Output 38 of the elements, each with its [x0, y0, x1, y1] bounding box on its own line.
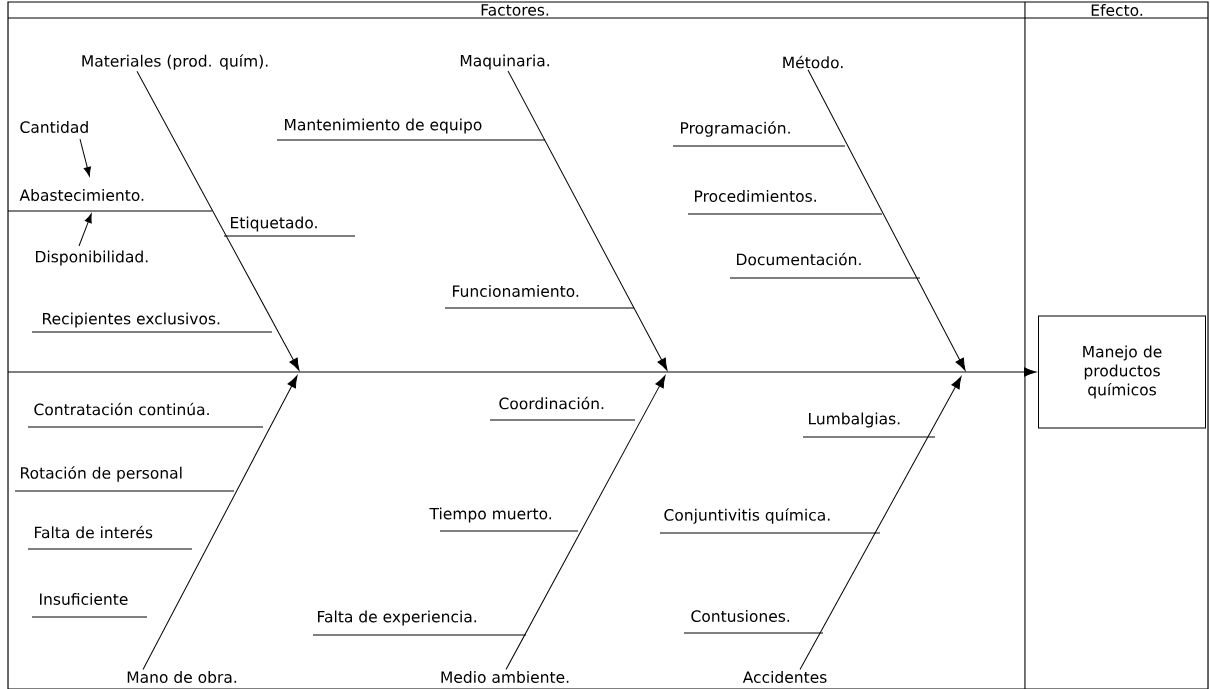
cause-label: Contratación continúa.	[27, 402, 264, 428]
bone-arrow	[142, 375, 298, 670]
cause-label: Disponibilidad.	[36, 250, 148, 266]
spine-arrow	[7, 367, 1037, 377]
cause-label: Abastecimiento.	[7, 189, 213, 212]
cause-label: Cantidad	[20, 121, 88, 133]
bone-arrow	[505, 375, 666, 670]
arrow	[78, 213, 92, 247]
category-label: Maquinaria.	[460, 54, 549, 70]
cause-label: Documentación.	[729, 252, 921, 279]
cause-label: Tiempo muerto.	[429, 507, 579, 532]
bone-arrow	[807, 69, 966, 371]
cause-label: Rotación de personal	[14, 466, 235, 492]
category-label: Mano de obra.	[127, 671, 237, 683]
cause-label: Procedimientos.	[687, 190, 883, 215]
cause-label: Conjuntivitis química.	[659, 508, 881, 534]
cause-label: Recipientes exclusivos.	[31, 312, 273, 333]
arrow	[79, 138, 91, 177]
effect-box: Manejo de productos químicos	[1038, 315, 1206, 429]
cause-label: Falta de interés	[27, 525, 193, 550]
cause-label: Coordinación.	[489, 396, 636, 421]
column-header: Efecto.	[1091, 4, 1143, 16]
bone-arrow	[507, 70, 668, 371]
column-header: Factores.	[481, 4, 549, 16]
cause-label: Etiquetado.	[223, 216, 356, 237]
category-label: Método.	[783, 55, 843, 69]
category-label: Materiales (prod. quím).	[82, 54, 268, 70]
cause-label: Lumbalgias.	[802, 412, 936, 438]
cause-label: Programación.	[672, 121, 846, 147]
category-label: Medio ambiente.	[441, 671, 569, 683]
cause-label: Contusiones.	[683, 610, 824, 634]
cause-label: Falta de experiencia.	[312, 610, 527, 636]
bone-arrow	[136, 70, 300, 371]
bone-arrow	[799, 376, 962, 670]
cause-label: Mantenimiento de equipo	[276, 118, 546, 141]
category-label: Accidentes	[742, 671, 827, 683]
cause-label: Insuficiente	[31, 593, 148, 618]
cause-label: Funcionamiento.	[444, 285, 635, 309]
